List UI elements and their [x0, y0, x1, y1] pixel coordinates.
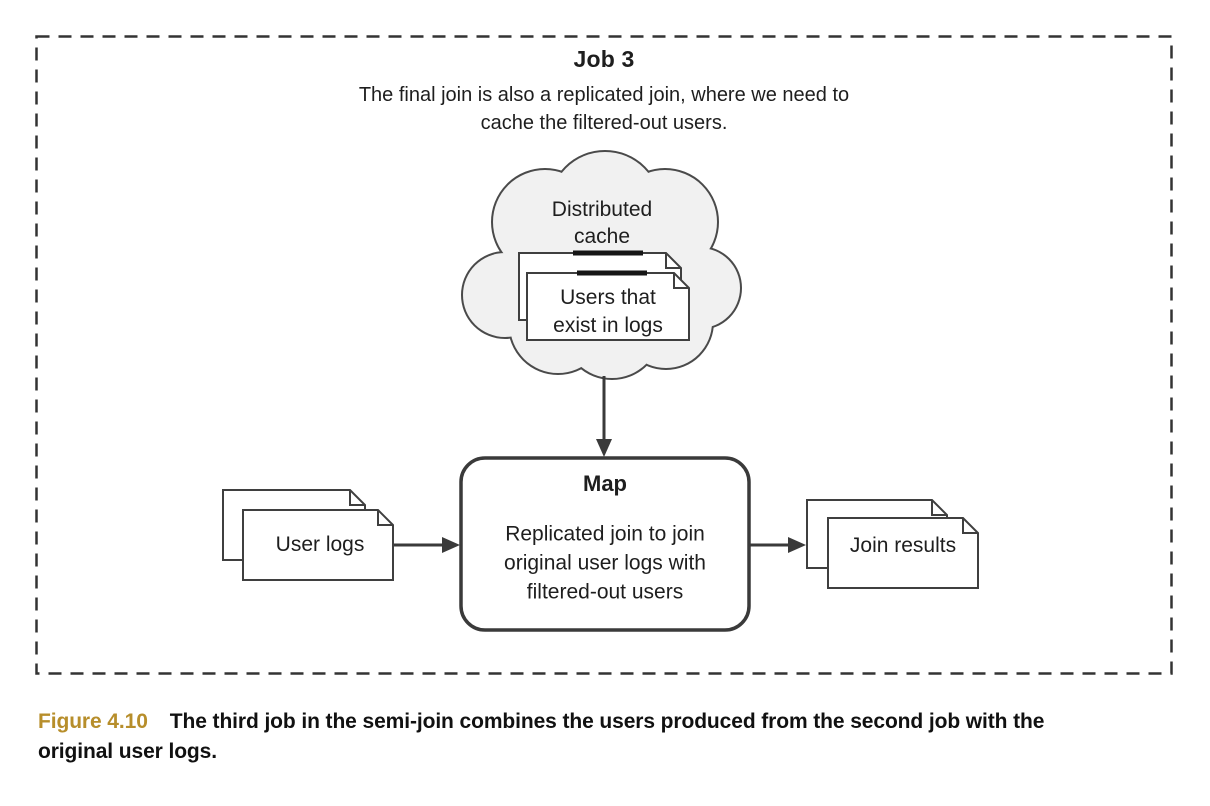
arrow-map-to-results [749, 537, 806, 553]
user-logs-label: User logs [275, 533, 365, 556]
job-title: Job 3 [573, 46, 635, 72]
diagram-canvas [35, 35, 1173, 675]
diagram-frame: Job 3 The final join is also a replicate… [35, 35, 1173, 675]
figure-caption-label: Figure 4.10 [38, 710, 148, 733]
distributed-cache-label: Distributed cache [551, 198, 653, 248]
dashed-border [35, 35, 1173, 675]
arrowhead-right [788, 537, 806, 553]
job-description-line1: The final join is also a replicated join… [358, 84, 850, 106]
arrow-cache-to-map [596, 376, 612, 457]
join-results-doc-stack [806, 499, 979, 589]
map-description: Replicated join to join original user lo… [504, 522, 706, 604]
arrowhead-right [442, 537, 460, 553]
doc-top-bar [573, 250, 643, 256]
arrow-userlogs-to-map [394, 537, 460, 553]
join-results-label: Join results [849, 534, 957, 557]
map-title: Map [583, 471, 627, 496]
cached-users-label: Users that exist in logs [553, 286, 663, 337]
cached-users-doc-stack [518, 250, 690, 341]
job-description-line2: cache the filtered-out users. [480, 112, 728, 134]
arrowhead-down [596, 439, 612, 457]
job-description: The final join is also a replicated join… [35, 81, 1173, 137]
figure-caption-text: The third job in the semi-join combines … [38, 710, 1045, 763]
user-logs-doc-stack [222, 489, 394, 581]
doc-top-bar [577, 270, 647, 276]
